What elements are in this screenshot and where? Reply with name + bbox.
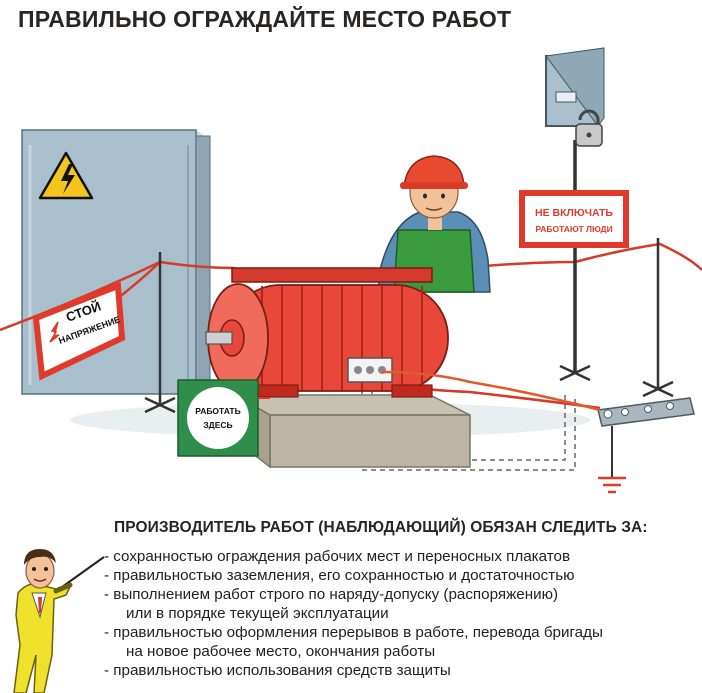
- padlock-icon: [575, 109, 603, 147]
- duty-item-text: - сохранностью ограждения рабочих мест и…: [104, 548, 571, 565]
- duty-item: - правильностью оформления перерывов в р…: [104, 623, 603, 661]
- duty-item: - сохранностью ограждения рабочих мест и…: [104, 547, 603, 566]
- duty-item-text: - выполнением работ строго по наряду-доп…: [104, 586, 559, 603]
- work-area-illustration: СТОЙ НАПРЯЖЕНИЕ НЕ ВКЛЮЧАТЬ РАБОТАЮТ ЛЮД…: [0, 47, 702, 494]
- duty-item-text: - правильностью заземления, его сохранно…: [104, 567, 575, 584]
- duties-heading: ПРОИЗВОДИТЕЛЬ РАБОТ (НАБЛЮДАЮЩИЙ) ОБЯЗАН…: [114, 519, 648, 536]
- ground-bar: [597, 397, 695, 478]
- duties-list: - сохранностью ограждения рабочих мест и…: [104, 547, 603, 680]
- pointer-stick: [61, 556, 105, 588]
- duty-item-continuation: или в порядке текущей эксплуатации: [126, 605, 389, 622]
- work-here-line1: РАБОТАТЬ: [195, 406, 240, 416]
- ground-symbol-icon: [598, 476, 626, 494]
- stop-voltage-sign: СТОЙ НАПРЯЖЕНИЕ: [32, 281, 126, 381]
- work-here-line2: ЗДЕСЬ: [203, 420, 232, 430]
- do-not-switch-line1: НЕ ВКЛЮЧАТЬ: [535, 207, 613, 219]
- page-title: ПРАВИЛЬНО ОГРАЖДАЙТЕ МЕСТО РАБОТ: [18, 6, 512, 32]
- do-not-switch-line2: РАБОТАЮТ ЛЮДИ: [535, 224, 612, 234]
- duty-item: - выполнением работ строго по наряду-доп…: [104, 585, 603, 623]
- work-here-sign: РАБОТАТЬ ЗДЕСЬ: [177, 379, 270, 457]
- duty-item-text: - правильностью оформления перерывов в р…: [104, 624, 603, 641]
- do-not-switch-sign: НЕ ВКЛЮЧАТЬ РАБОТАЮТ ЛЮДИ: [519, 190, 629, 248]
- duty-item: - правильностью использования средств за…: [104, 661, 603, 680]
- duty-item-continuation: на новое рабочее место, окончания работы: [126, 643, 436, 660]
- duty-item: - правильностью заземления, его сохранно…: [104, 566, 603, 585]
- switch-pole: [545, 47, 605, 382]
- electric-motor: [205, 267, 601, 412]
- high-voltage-icon: [38, 151, 94, 200]
- lecturer-figure: [13, 549, 105, 693]
- fence-stand-right: [642, 238, 674, 398]
- duty-item-text: - правильностью использования средств за…: [104, 662, 451, 679]
- motor-foundation: [232, 393, 471, 469]
- fence-stand-left: [144, 252, 176, 414]
